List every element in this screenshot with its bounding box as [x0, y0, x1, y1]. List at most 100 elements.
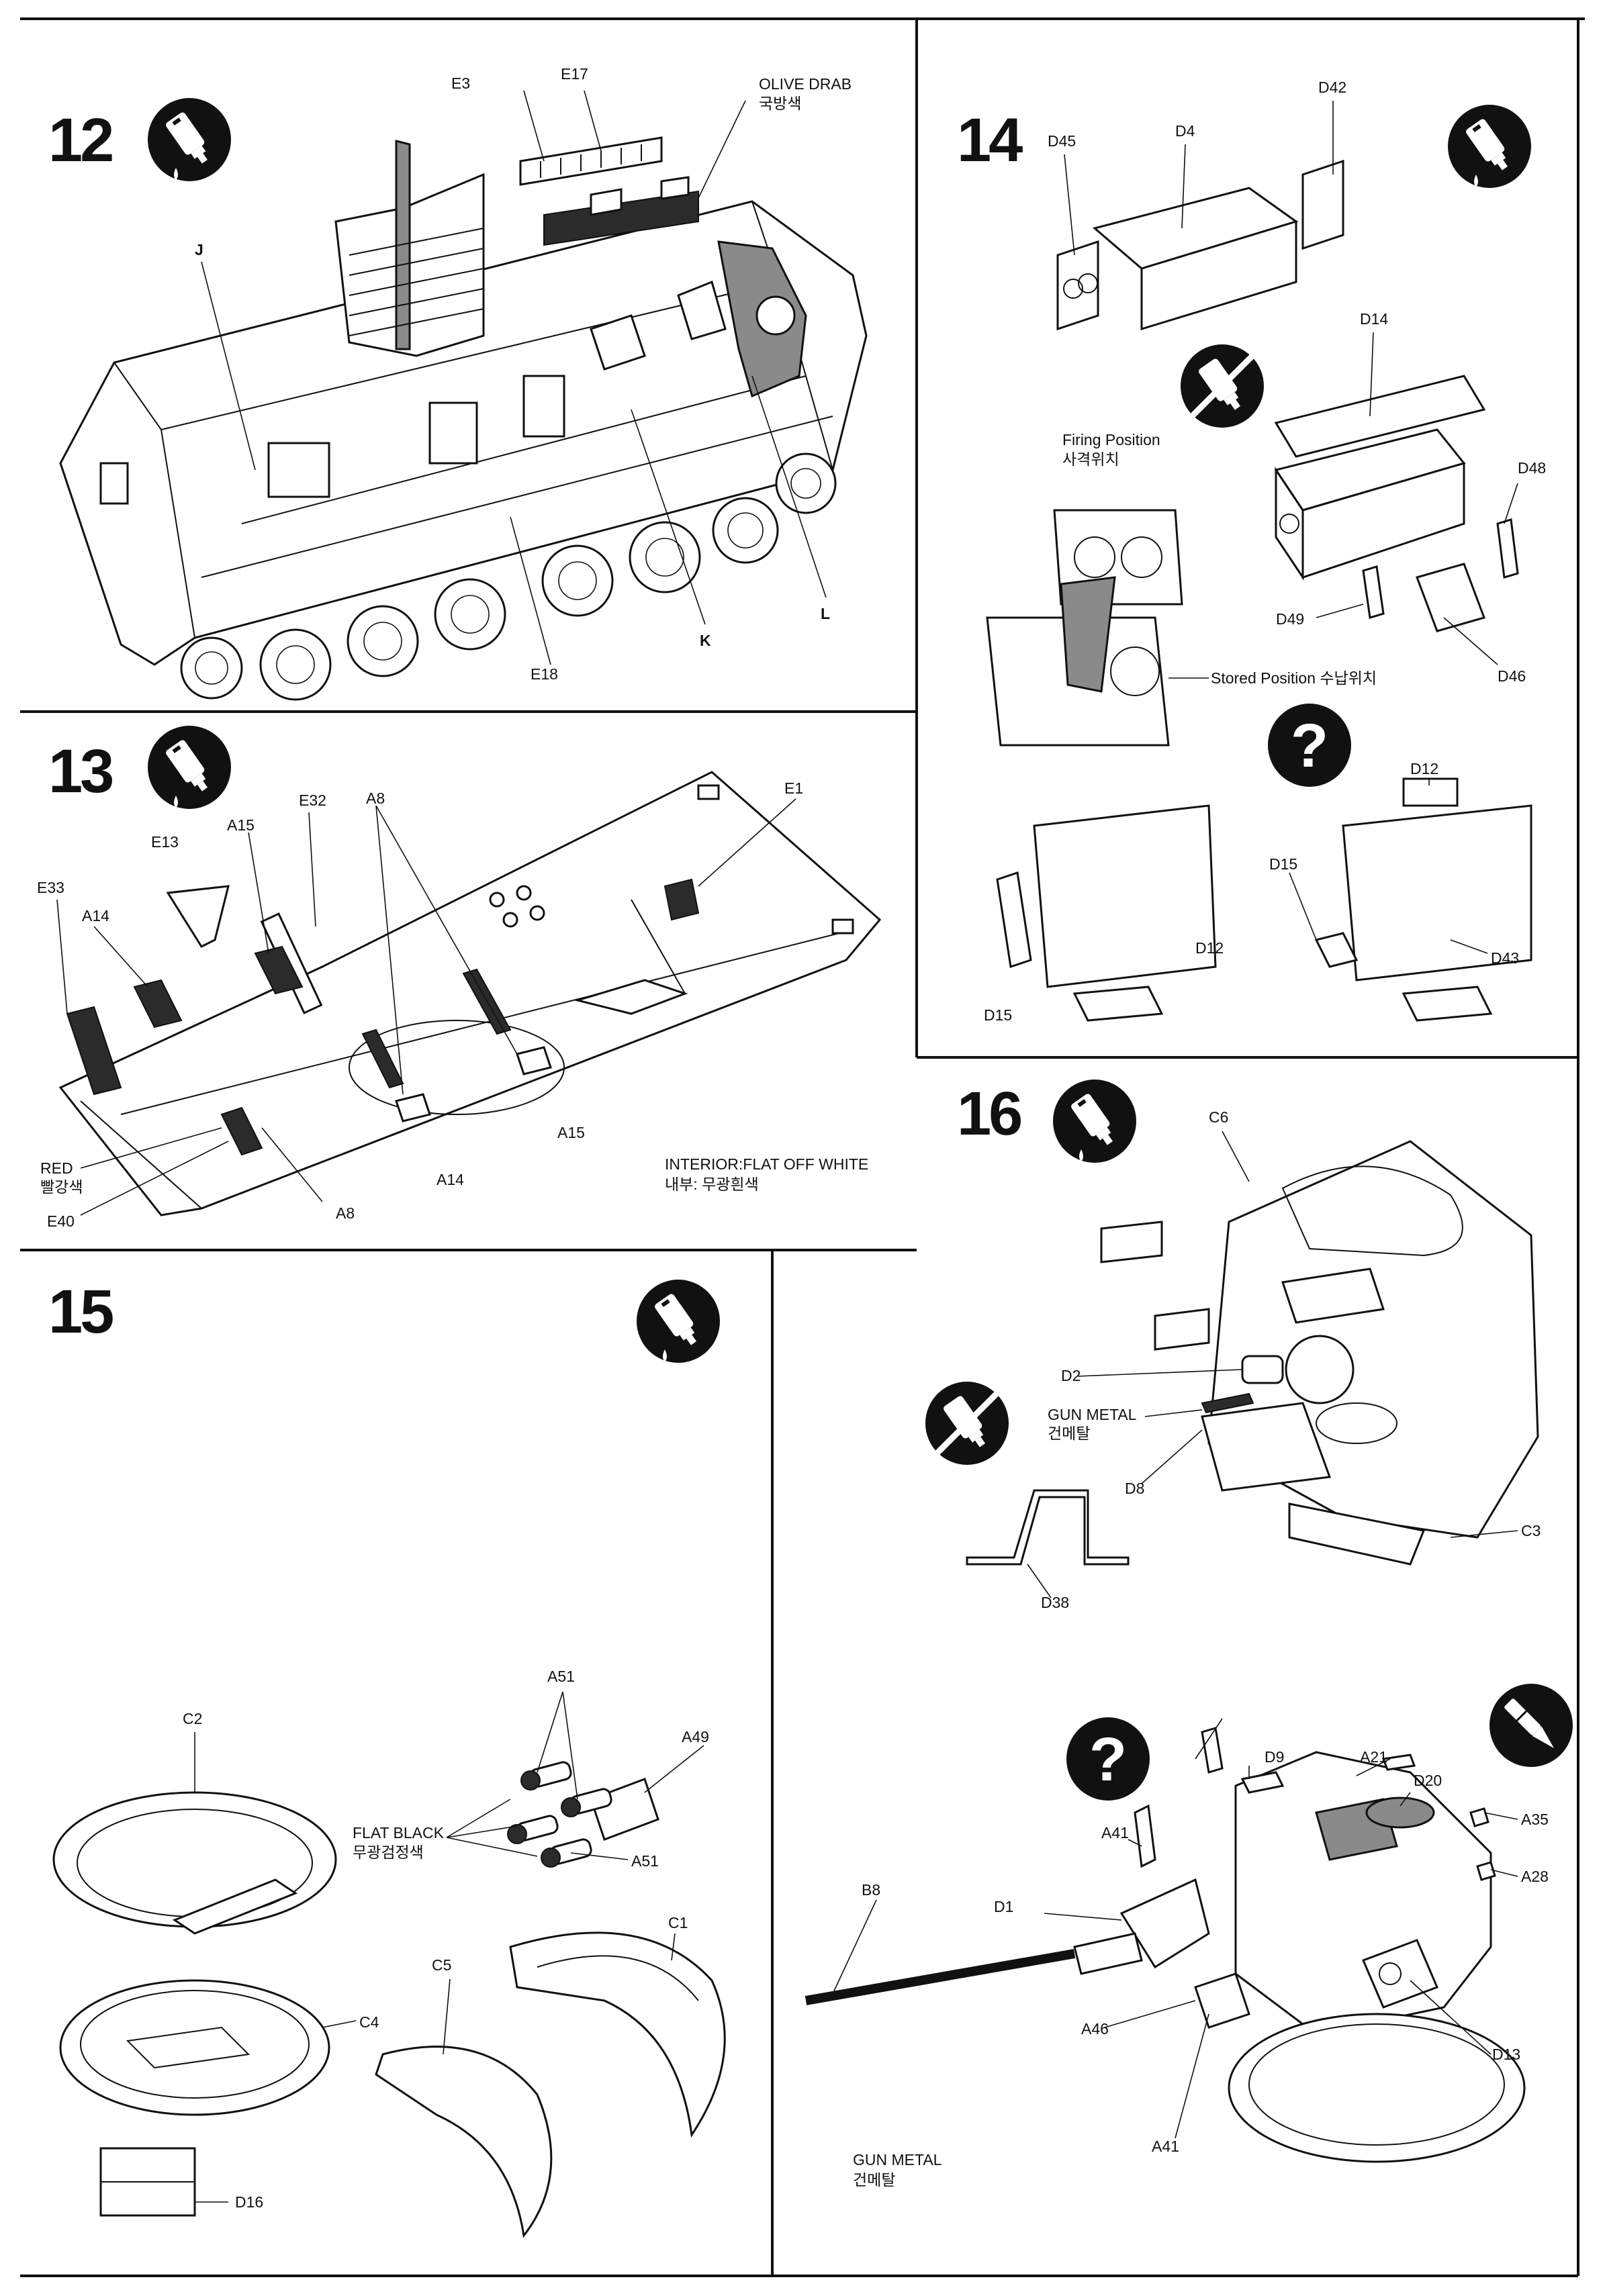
part-e13 [166, 885, 230, 948]
step-number: 13 [48, 737, 112, 806]
hobby-knife-icon [1488, 1682, 1574, 1768]
glue-tube-icon [1448, 105, 1531, 188]
question-mark-icon [1066, 1717, 1150, 1801]
label-e17: E17 [561, 65, 588, 83]
step-number: 12 [48, 106, 112, 175]
label-a46: A46 [1081, 2020, 1109, 2038]
label-d12-top: D12 [1410, 760, 1438, 777]
label-d12-left: D12 [1195, 939, 1224, 957]
label-a8-top: A8 [366, 790, 385, 807]
label-flat-black: FLAT BLACK [353, 1824, 445, 1841]
label-d48: D48 [1518, 459, 1546, 477]
panel-frames [20, 17, 1585, 2277]
label-c3: C3 [1521, 1522, 1541, 1539]
label-d15-right: D15 [1269, 855, 1297, 873]
label-d45: D45 [1048, 132, 1076, 150]
part-d48 [1496, 518, 1519, 579]
label-a21: A21 [1360, 1748, 1387, 1766]
label-c4: C4 [359, 2013, 379, 2031]
no-glue-icon [925, 1382, 1009, 1465]
label-a49: A49 [682, 1728, 709, 1745]
label-gun-metal-ko: 건메탈 [1048, 1425, 1090, 1442]
label-a51-bottom: A51 [631, 1852, 659, 1870]
label-d1: D1 [994, 1898, 1013, 1915]
label-interior: INTERIOR:FLAT OFF WHITE [665, 1155, 868, 1173]
turret-basket [334, 140, 485, 357]
label-interior-ko: 내부: 무광흰색 [665, 1176, 759, 1193]
step-14-panel: 14 [957, 79, 1546, 1024]
label-olive-drab: OLIVE DRAB [759, 75, 852, 93]
label-gun-metal-2-ko: 건메탈 [853, 2171, 895, 2189]
label-d16: D16 [235, 2193, 263, 2211]
label-d49: D49 [1276, 610, 1304, 628]
label-red-ko: 빨강색 [40, 1178, 83, 1196]
label-a41-top: A41 [1101, 1824, 1129, 1841]
step-13-panel: 13 [37, 726, 882, 1230]
label-gun-metal-2: GUN METAL [853, 2151, 942, 2168]
label-d4: D4 [1175, 122, 1195, 140]
label-e13: E13 [151, 833, 179, 851]
label-d38: D38 [1041, 1594, 1069, 1611]
question-mark-icon [1268, 704, 1351, 787]
part-e33 [66, 1006, 122, 1096]
label-j: J [195, 241, 203, 258]
label-red: RED [40, 1159, 73, 1177]
label-e40: E40 [47, 1212, 75, 1230]
road-wheels [180, 452, 837, 701]
no-glue-icon [1181, 344, 1264, 428]
part-d15 [996, 871, 1032, 968]
ammo-rack-e17 [519, 136, 699, 246]
part-d46 [1416, 563, 1485, 632]
label-e33: E33 [37, 879, 64, 896]
part-d1 [1119, 1878, 1210, 1969]
label-a8-bottom: A8 [336, 1204, 355, 1222]
label-a28: A28 [1521, 1868, 1549, 1885]
step-14-callouts: D45 D4 D42 D14 Firing Position 사격위치 D48 … [984, 79, 1546, 1024]
label-d46: D46 [1498, 667, 1526, 685]
label-d13: D13 [1492, 2046, 1520, 2063]
label-firing-position-ko: 사격위치 [1062, 450, 1119, 468]
label-d8: D8 [1125, 1480, 1144, 1497]
label-d42: D42 [1318, 79, 1346, 96]
step-number: 14 [957, 106, 1023, 175]
part-a49 [590, 1778, 659, 1841]
label-e32: E32 [299, 792, 326, 809]
step-12-panel: 12 [48, 65, 868, 701]
label-stored-position: Stored Position 수납위치 [1211, 669, 1377, 687]
part-c3 [1288, 1502, 1426, 1566]
glue-tube-icon [1053, 1080, 1136, 1163]
label-a14-bottom: A14 [437, 1171, 464, 1188]
step-number: 16 [957, 1080, 1021, 1148]
label-e1: E1 [784, 779, 803, 797]
part-e1 [663, 878, 700, 921]
label-d43: D43 [1491, 949, 1519, 967]
label-d15-left: D15 [984, 1006, 1012, 1024]
part-d12 [1033, 804, 1217, 988]
periscope-parts-a51 [507, 1761, 612, 1868]
label-d9: D9 [1265, 1748, 1284, 1766]
label-a35: A35 [1521, 1811, 1549, 1828]
label-a15-bottom: A15 [557, 1124, 585, 1141]
label-d2: D2 [1061, 1367, 1081, 1384]
label-k: K [700, 632, 711, 649]
step-16-panel: 16 [805, 1080, 1574, 2189]
label-e18: E18 [531, 665, 558, 683]
label-gun-metal: GUN METAL [1048, 1406, 1137, 1423]
label-a15-top: A15 [227, 816, 255, 834]
label-c1: C1 [668, 1914, 688, 1931]
gun-barrel-b8 [805, 1949, 1076, 2005]
label-e3: E3 [451, 75, 470, 92]
label-firing-position: Firing Position [1062, 431, 1160, 448]
step-16-callouts: C6 D2 GUN METAL 건메탈 D8 C3 D38 D9 A21 D20… [832, 1108, 1549, 2189]
label-a51-top: A51 [547, 1668, 575, 1685]
step-12-callouts: E3 E17 OLIVE DRAB 국방색 J E18 K L [195, 65, 852, 683]
label-c5: C5 [432, 1956, 451, 1974]
label-a14-top: A14 [82, 907, 109, 924]
step-15-panel: 15 [48, 1278, 726, 2238]
part-d49 [1362, 565, 1385, 619]
label-d20: D20 [1414, 1772, 1442, 1789]
label-c2: C2 [183, 1710, 202, 1727]
label-d14: D14 [1360, 310, 1388, 328]
step-15-callouts: A51 A49 C2 FLAT BLACK 무광검정색 A51 C1 C5 C4… [183, 1668, 709, 2211]
